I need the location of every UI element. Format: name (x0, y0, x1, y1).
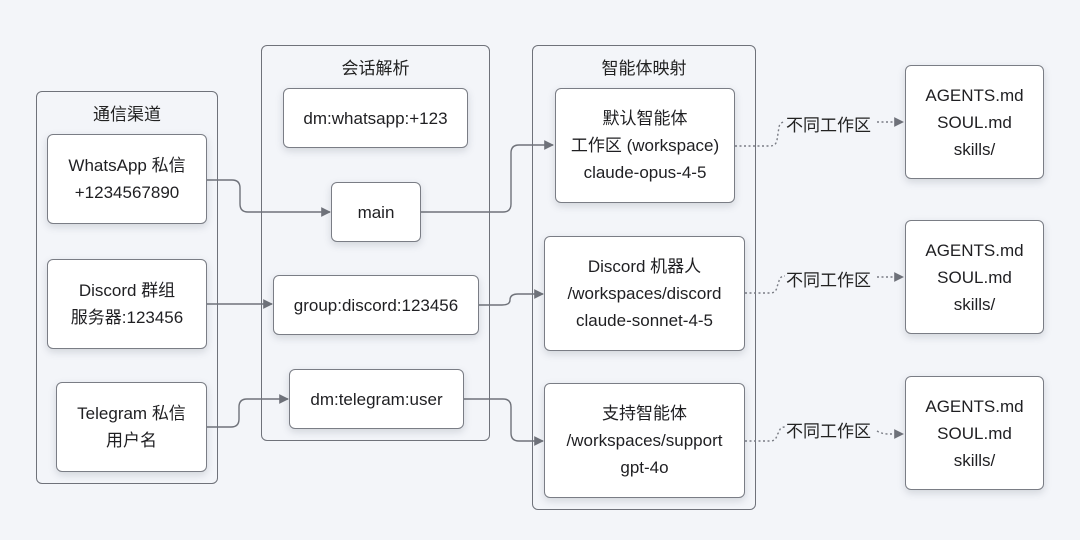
agent-node-support[interactable]: 支持智能体 /workspaces/support gpt-4o (544, 383, 745, 498)
agent-line: 支持智能体 (602, 404, 687, 423)
workspace-node-2[interactable]: AGENTS.md SOUL.md skills/ (905, 220, 1044, 334)
session-label: dm:whatsapp:+123 (303, 108, 448, 128)
group-title-channels: 通信渠道 (93, 105, 161, 124)
session-node-dm-telegram[interactable]: dm:telegram:user (289, 369, 464, 429)
workspace-file-agents: AGENTS.md (925, 240, 1024, 260)
agent-line: gpt-4o (620, 458, 669, 477)
agent-line: /workspaces/support (566, 431, 723, 450)
channel-line: 服务器:123456 (70, 308, 184, 327)
agent-line: 默认智能体 (602, 109, 688, 128)
channel-line: +1234567890 (74, 183, 180, 202)
workspace-node-3[interactable]: AGENTS.md SOUL.md skills/ (905, 376, 1044, 490)
channel-line: Discord 群组 (78, 281, 176, 300)
group-channels: 通信渠道 (36, 91, 218, 484)
edge-label-workspace-3: 不同工作区 (786, 422, 871, 441)
workspace-folder-skills: skills/ (953, 450, 996, 470)
edge-label-workspace-2: 不同工作区 (786, 271, 871, 290)
workspace-file-soul: SOUL.md (937, 112, 1012, 132)
agent-line: Discord 机器人 (587, 257, 702, 276)
group-sessions: 会话解析 (261, 45, 490, 441)
workspace-file-soul: SOUL.md (937, 423, 1012, 443)
agent-line: claude-opus-4-5 (583, 163, 707, 182)
group-title-sessions: 会话解析 (341, 59, 410, 78)
session-node-dm-whatsapp[interactable]: dm:whatsapp:+123 (283, 88, 468, 148)
workspace-folder-skills: skills/ (953, 139, 996, 159)
session-label: group:discord:123456 (293, 295, 459, 315)
session-label: main (357, 202, 395, 222)
agent-line: claude-sonnet-4-5 (575, 311, 714, 330)
agent-line: 工作区 (workspace) (570, 136, 720, 155)
workspace-node-1[interactable]: AGENTS.md SOUL.md skills/ (905, 65, 1044, 179)
group-title-agents: 智能体映射 (601, 59, 687, 78)
channel-node-discord[interactable]: Discord 群组 服务器:123456 (47, 259, 207, 349)
workspace-folder-skills: skills/ (953, 294, 996, 314)
channel-node-telegram[interactable]: Telegram 私信 用户名 (56, 382, 207, 472)
session-label: dm:telegram:user (310, 389, 443, 409)
session-node-main[interactable]: main (331, 182, 421, 242)
workspace-file-agents: AGENTS.md (925, 85, 1024, 105)
session-node-group-discord[interactable]: group:discord:123456 (273, 275, 479, 335)
edge-label-workspace-1: 不同工作区 (786, 116, 871, 135)
workspace-file-agents: AGENTS.md (925, 396, 1024, 416)
agent-line: /workspaces/discord (567, 284, 722, 303)
channel-node-whatsapp[interactable]: WhatsApp 私信 +1234567890 (47, 134, 207, 224)
channel-line: WhatsApp 私信 (68, 156, 186, 175)
agent-node-discord[interactable]: Discord 机器人 /workspaces/discord claude-s… (544, 236, 745, 351)
edge-support-agent-to-workspace-3-b (876, 429, 904, 439)
workspace-file-soul: SOUL.md (937, 267, 1012, 287)
agent-node-default[interactable]: 默认智能体 工作区 (workspace) claude-opus-4-5 (555, 88, 735, 203)
channel-line: Telegram 私信 (77, 404, 186, 423)
channel-line: 用户名 (106, 431, 157, 450)
